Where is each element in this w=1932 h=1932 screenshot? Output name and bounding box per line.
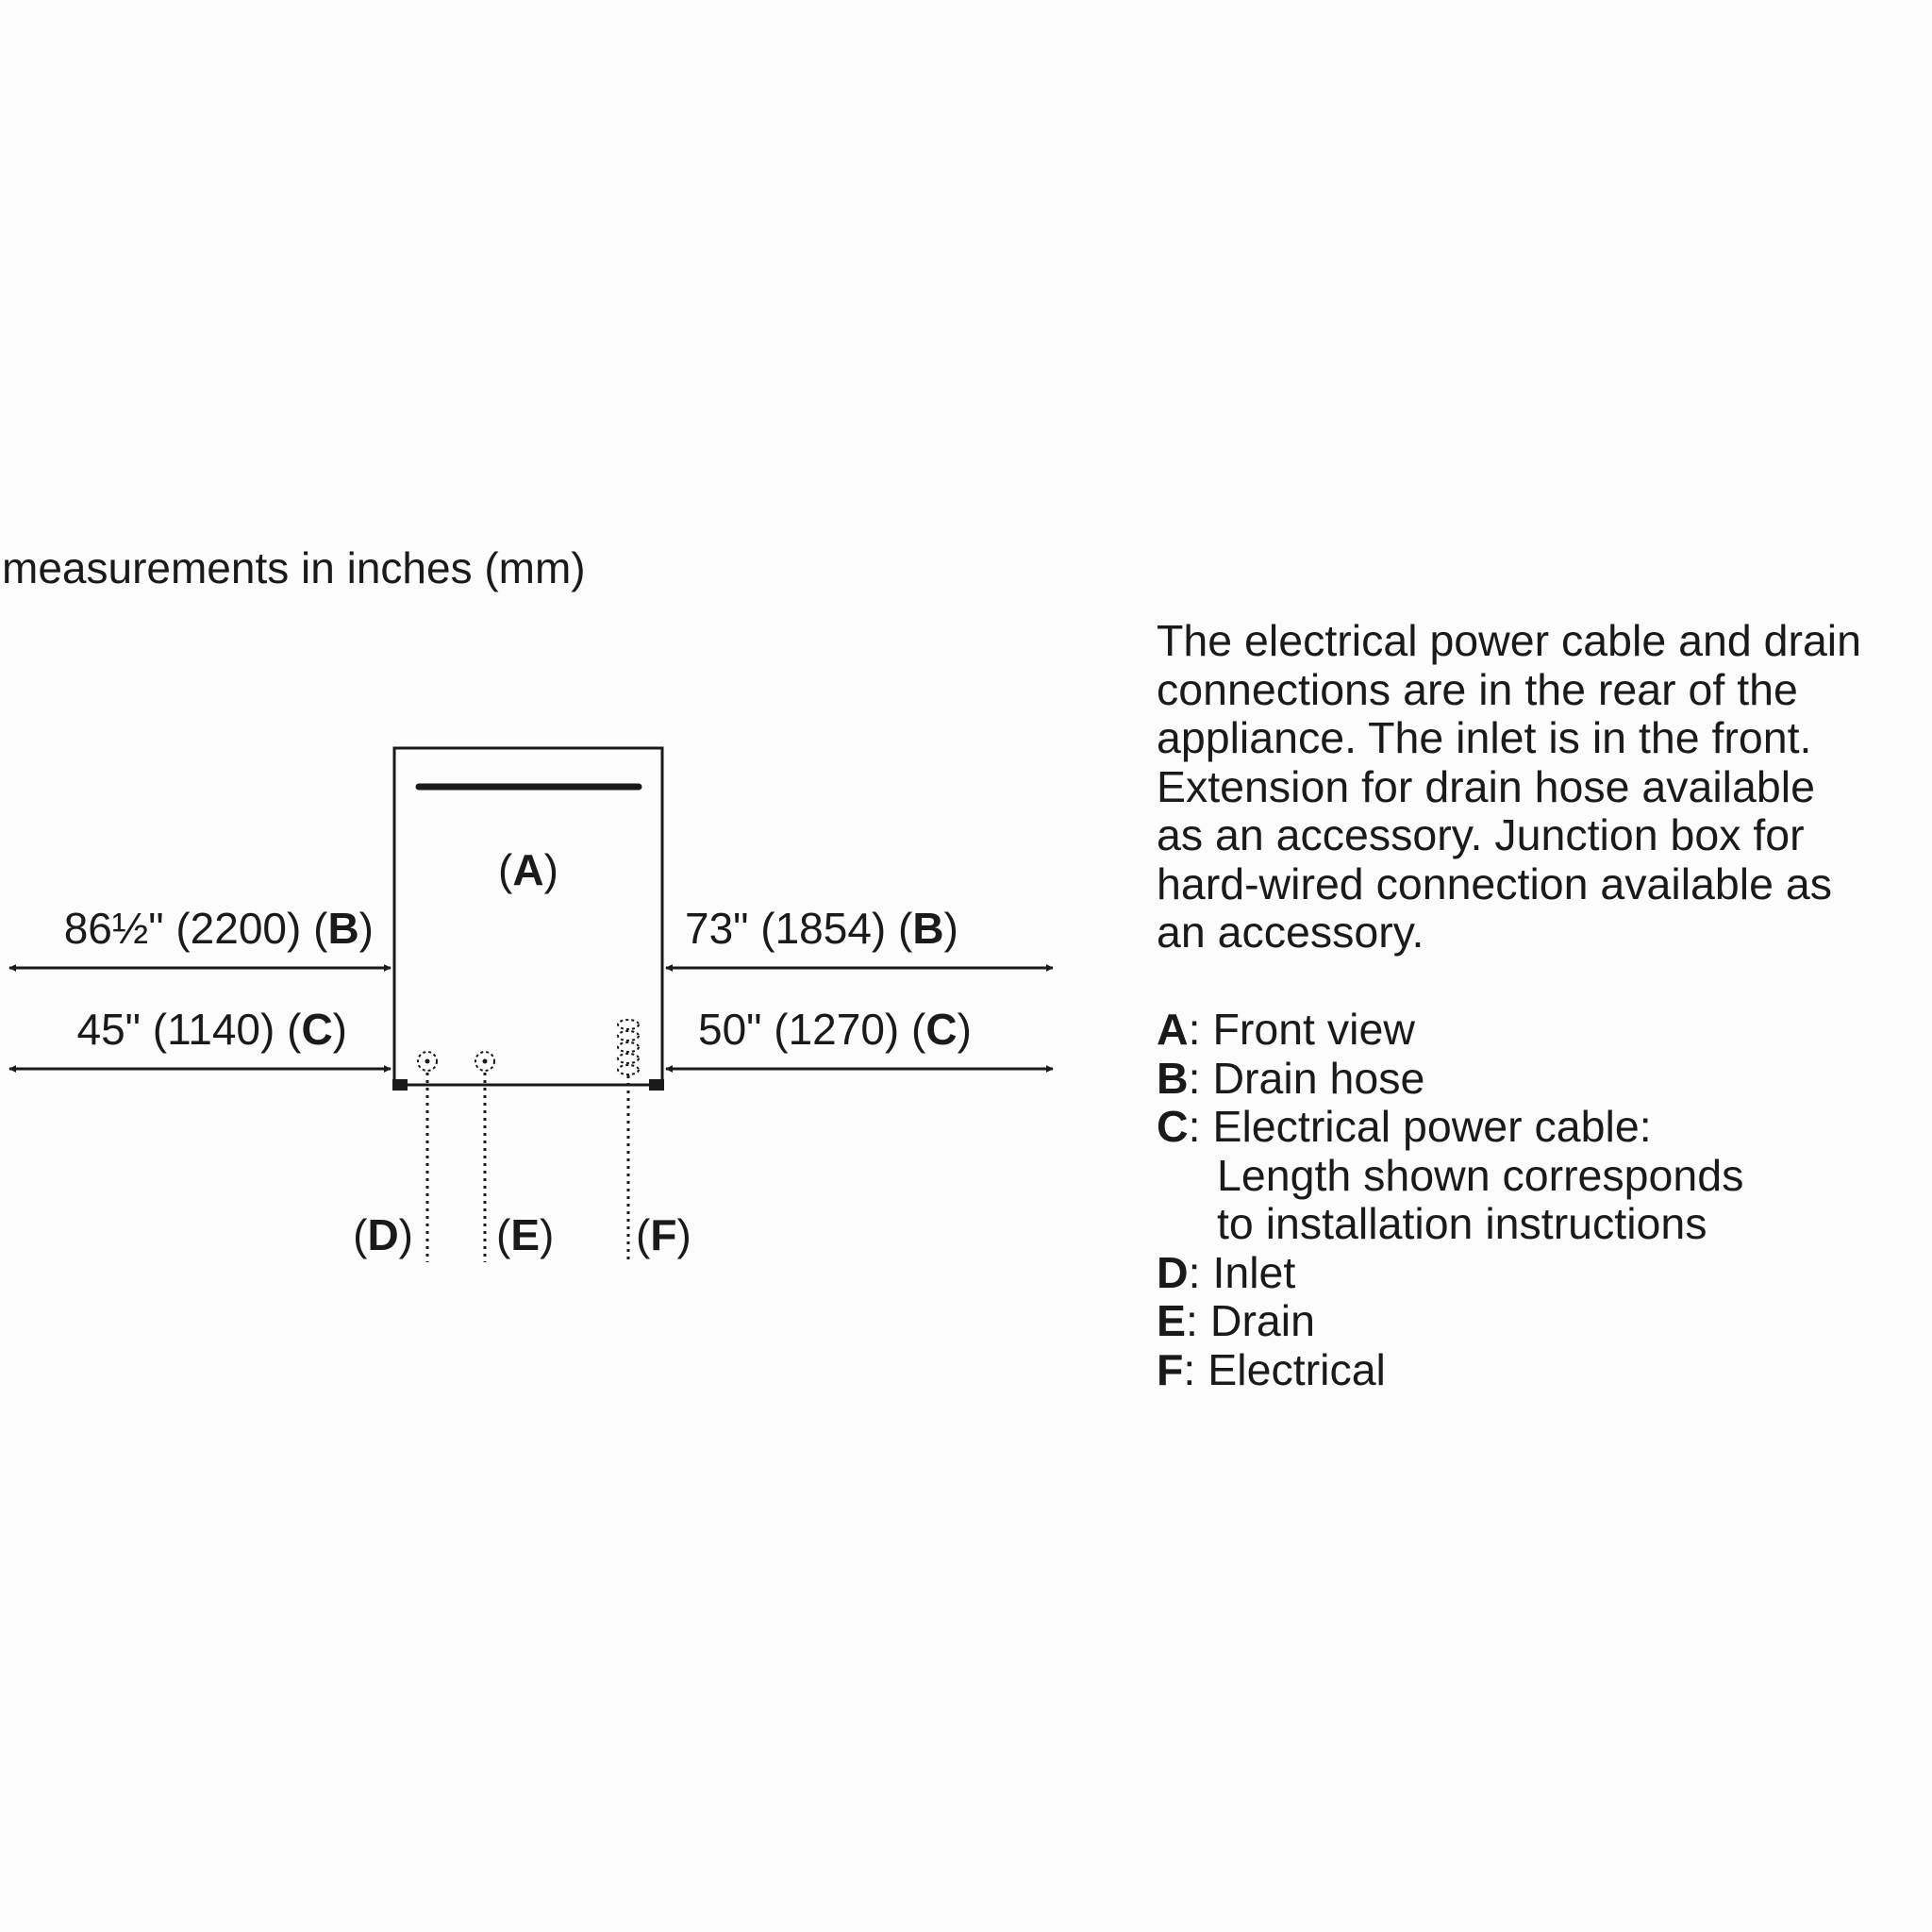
left-foot (392, 1079, 408, 1091)
legend-item-a: A: Front view (1157, 1005, 1415, 1054)
legend-item-d: D: Inlet (1157, 1247, 1296, 1297)
legend-item-b: B: Drain hose (1157, 1053, 1425, 1103)
appliance-front-view: (A) (392, 746, 664, 1091)
left-drain-label: 86½" (2200) (B) (64, 904, 374, 953)
legend-item-f: F: Electrical (1157, 1344, 1386, 1394)
connection-d-label: (D) (353, 1210, 413, 1259)
drain-fitting-icon (475, 1051, 495, 1072)
legend-item-c: C: Electrical power cable: Length shown … (1157, 1102, 1932, 1249)
left-power-dimension: 45" (1140) (C) (8, 1005, 391, 1073)
legend-item-c-line-2: Length shown corresponds (1217, 1150, 1744, 1200)
right-drain-dimension: 73" (1854) (B) (665, 904, 1054, 972)
connection-f-label: (F) (636, 1210, 691, 1259)
right-power-label: 50" (1270) (C) (698, 1005, 972, 1054)
left-drain-dimension: 86½" (2200) (B) (8, 904, 391, 972)
legend-item-c-line-3: to installation instructions (1217, 1199, 1707, 1248)
inlet-fitting-icon (417, 1051, 438, 1072)
legend: A: Front view B: Drain hose C: Electrica… (1157, 1005, 1932, 1394)
connection-electrical: (F) (617, 1019, 691, 1262)
left-power-label: 45" (1140) (C) (77, 1005, 348, 1054)
appliance-label: (A) (498, 845, 558, 894)
right-power-dimension: 50" (1270) (C) (665, 1005, 1054, 1073)
units-note: measurements in inches (mm) (2, 543, 586, 592)
connection-inlet: (D) (353, 1051, 438, 1262)
right-drain-label: 73" (1854) (B) (685, 904, 958, 953)
connection-e-label: (E) (496, 1210, 554, 1259)
legend-item-e: E: Drain (1157, 1296, 1315, 1345)
connection-drain: (E) (475, 1051, 554, 1262)
connection-description: The electrical power cable and drain con… (1157, 616, 1861, 957)
electrical-cable-coil-icon (617, 1019, 640, 1075)
right-foot (649, 1079, 664, 1091)
